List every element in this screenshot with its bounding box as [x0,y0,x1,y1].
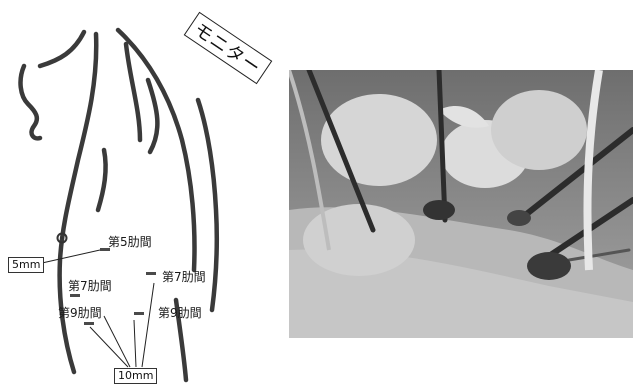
leader-10mm-b [134,320,136,367]
leader-10mm-c [142,283,154,367]
surgery-photo [289,70,633,338]
label-intercostal-5: 第5肋間 [108,235,152,249]
port-marker-9-left [84,322,94,325]
inner-arm-line [148,80,157,152]
port-marker-7-right [146,272,156,275]
leader-5mm [42,250,100,263]
label-intercostal-9-right: 第9肋間 [158,306,202,320]
port-marker-7-left [70,294,80,297]
port-marker-9-right [134,312,144,315]
head-profile [21,66,40,138]
leader-10mm-a [90,327,128,367]
shoulder-line [40,32,84,66]
label-intercostal-7-left: 第7肋間 [68,279,112,293]
leader-10mm-d [104,316,130,367]
port-size-5mm-box: 5mm [8,257,44,273]
port-size-10mm-box: 10mm [114,368,157,384]
label-intercostal-9-left: 第9肋間 [58,306,102,320]
chest-curve [98,150,106,210]
arm-line [126,44,140,140]
label-intercostal-7-right: 第7肋間 [162,270,206,284]
